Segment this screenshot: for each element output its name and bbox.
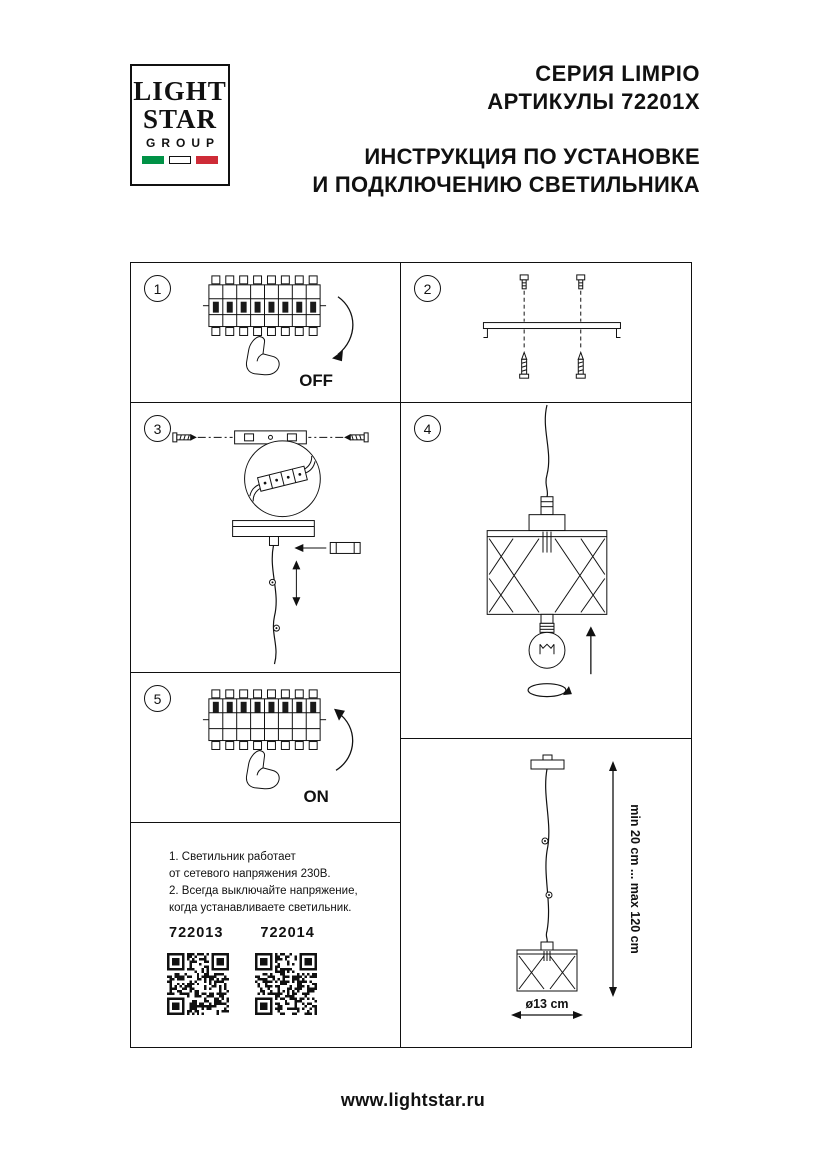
italian-flag-icon <box>132 156 228 164</box>
lightstar-logo: LIGHT STAR GROUP <box>130 64 230 186</box>
note-line-2: от сетевого напряжения 230В. <box>169 868 331 880</box>
article-number-left: 722013 <box>169 925 224 941</box>
flag-green-bar <box>142 156 164 164</box>
instruction-title-line1: ИНСТРУКЦИЯ ПО УСТАНОВКЕ <box>364 144 700 169</box>
step-1-number: 1 <box>144 275 171 302</box>
dimensions-panel: min 20 cm ... max 120 cm ø13 cm <box>401 739 691 1047</box>
step-3-number: 3 <box>144 415 171 442</box>
pointing-hand-icon <box>245 749 280 790</box>
step-5-panel: 5 ON <box>131 673 401 823</box>
breakers-off-figure: OFF <box>131 263 354 390</box>
website-url: www.lightstar.ru <box>340 1090 486 1110</box>
step-2-number: 2 <box>414 275 441 302</box>
step-2-panel: 2 <box>401 263 691 403</box>
flag-white-bar <box>169 156 191 164</box>
article-numbers: 722013 722014 <box>169 925 315 941</box>
articles-title: АРТИКУЛЫ 72201X <box>487 89 700 114</box>
safety-notes: 1. Светильник работает от сетевого напря… <box>169 849 358 917</box>
note-line-3: 2. Всегда выключайте напряжение, <box>169 885 358 897</box>
qr-codes <box>167 953 317 1015</box>
instruction-title: ИНСТРУКЦИЯ ПО УСТАНОВКЕ И ПОДКЛЮЧЕНИЮ СВ… <box>260 143 700 199</box>
breakers-on-figure: ON <box>131 673 354 806</box>
qr-code-left <box>167 953 229 1015</box>
on-label: ON <box>304 787 329 806</box>
series-title: СЕРИЯ LIMPIO <box>535 61 700 86</box>
logo-word-light: LIGHT <box>133 76 227 106</box>
notes-panel: 1. Светильник работает от сетевого напря… <box>131 823 401 1047</box>
step-3-panel: 3 <box>131 403 401 673</box>
note-line-1: 1. Светильник работает <box>169 851 296 863</box>
pointing-hand-icon <box>245 335 280 376</box>
off-label: OFF <box>299 371 333 390</box>
pendant-dimensions-figure: min 20 cm ... max 120 cm ø13 cm <box>511 754 642 1019</box>
note-line-4: когда устанавливаете светильник. <box>169 902 352 914</box>
instruction-title-line2: И ПОДКЛЮЧЕНИЮ СВЕТИЛЬНИКА <box>312 172 700 197</box>
flag-red-bar <box>196 156 218 164</box>
step-4-panel: 4 <box>401 403 691 739</box>
step-4-number: 4 <box>414 415 441 442</box>
instruction-grid: 1 OFF 2 <box>130 262 692 1048</box>
height-dimension-label: min 20 cm ... max 120 cm <box>628 804 642 953</box>
qr-code-right <box>255 953 317 1015</box>
diameter-dimension-label: ø13 cm <box>525 997 568 1011</box>
document-header: СЕРИЯ LIMPIO АРТИКУЛЫ 72201X ИНСТРУКЦИЯ … <box>260 60 700 199</box>
ceiling-plate-wiring-figure <box>172 430 369 665</box>
step-1-panel: 1 OFF <box>131 263 401 403</box>
article-number-right: 722014 <box>260 925 315 941</box>
step-5-number: 5 <box>144 685 171 712</box>
logo-word-star: STAR <box>142 104 218 134</box>
bracket-and-screws-figure <box>482 274 621 379</box>
shade-bulb-assembly-figure <box>486 404 608 698</box>
logo-word-group: GROUP <box>145 136 220 150</box>
